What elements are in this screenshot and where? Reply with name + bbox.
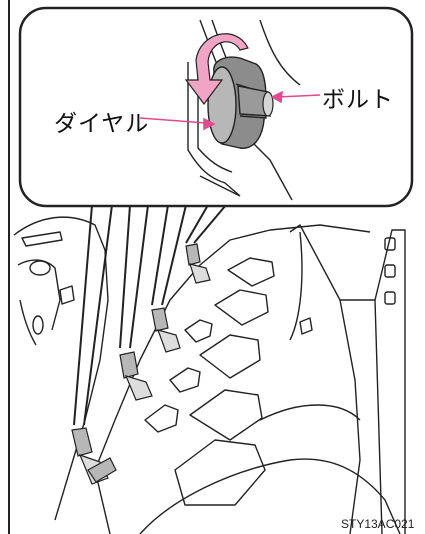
anchor-bracket-2 — [119, 351, 153, 401]
curved-arrow-icon — [184, 33, 249, 105]
page-margin-rule — [8, 0, 10, 534]
dial-label: ダイヤル — [54, 111, 150, 137]
anchor-bracket-3 — [151, 307, 181, 353]
seat-outline — [13, 216, 406, 534]
anchor-bracket-1 — [71, 427, 117, 485]
anchor-bracket-4 — [185, 243, 211, 284]
bolt-label: ボルト — [322, 87, 394, 113]
figure-code: STY13AC021 — [341, 517, 415, 531]
pointer-arrow-icon — [139, 90, 321, 131]
anchor-brackets — [71, 243, 211, 485]
bolt — [237, 85, 274, 117]
callout-leader-lines — [73, 204, 227, 426]
